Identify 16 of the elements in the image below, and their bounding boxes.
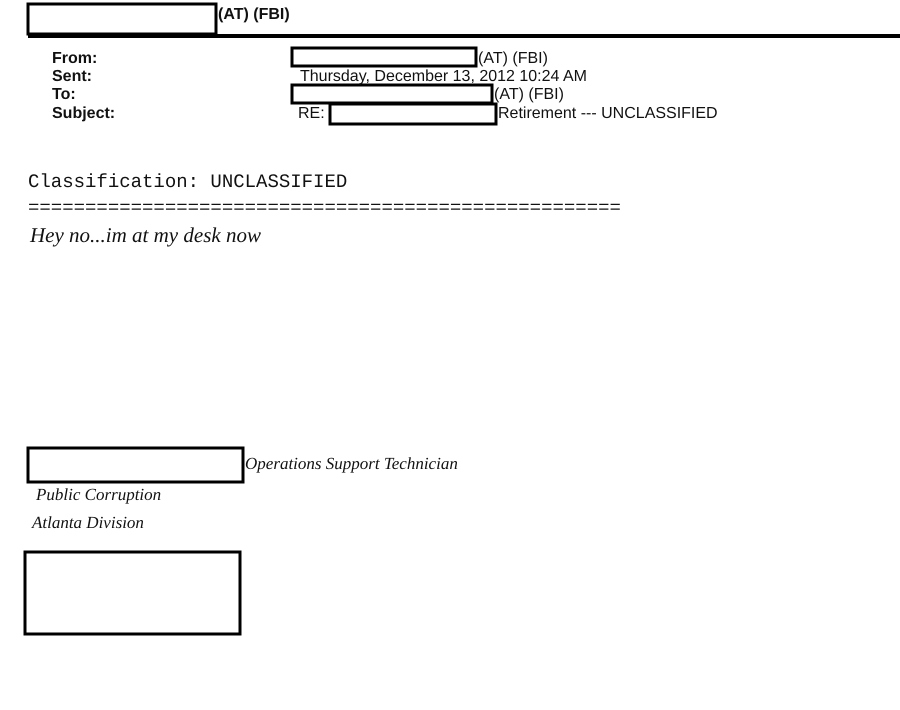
field-value: RE: bbox=[298, 105, 325, 123]
field-label: From: bbox=[52, 50, 98, 68]
separator-line-text: ==================================================== bbox=[28, 198, 621, 219]
field-value: Thursday, December 13, 2012 10:24 AM bbox=[300, 68, 587, 86]
field-label: Subject: bbox=[52, 105, 116, 123]
signature-text: Operations Support Technician bbox=[245, 455, 458, 474]
signature-text: Public Corruption bbox=[36, 486, 162, 505]
field-value: (AT) (FBI) bbox=[494, 86, 564, 104]
classification-text: Classification: UNCLASSIFIED bbox=[28, 172, 348, 193]
message-text: Hey no...im at my desk now bbox=[30, 224, 261, 248]
field-label: To: bbox=[52, 86, 76, 104]
field-label: Sent: bbox=[52, 68, 92, 86]
header-text: (AT) (FBI) bbox=[218, 6, 290, 24]
field-value: Retirement --- UNCLASSIFIED bbox=[498, 105, 718, 123]
signature-text: Atlanta Division bbox=[32, 514, 144, 533]
field-value: (AT) (FBI) bbox=[478, 50, 548, 68]
